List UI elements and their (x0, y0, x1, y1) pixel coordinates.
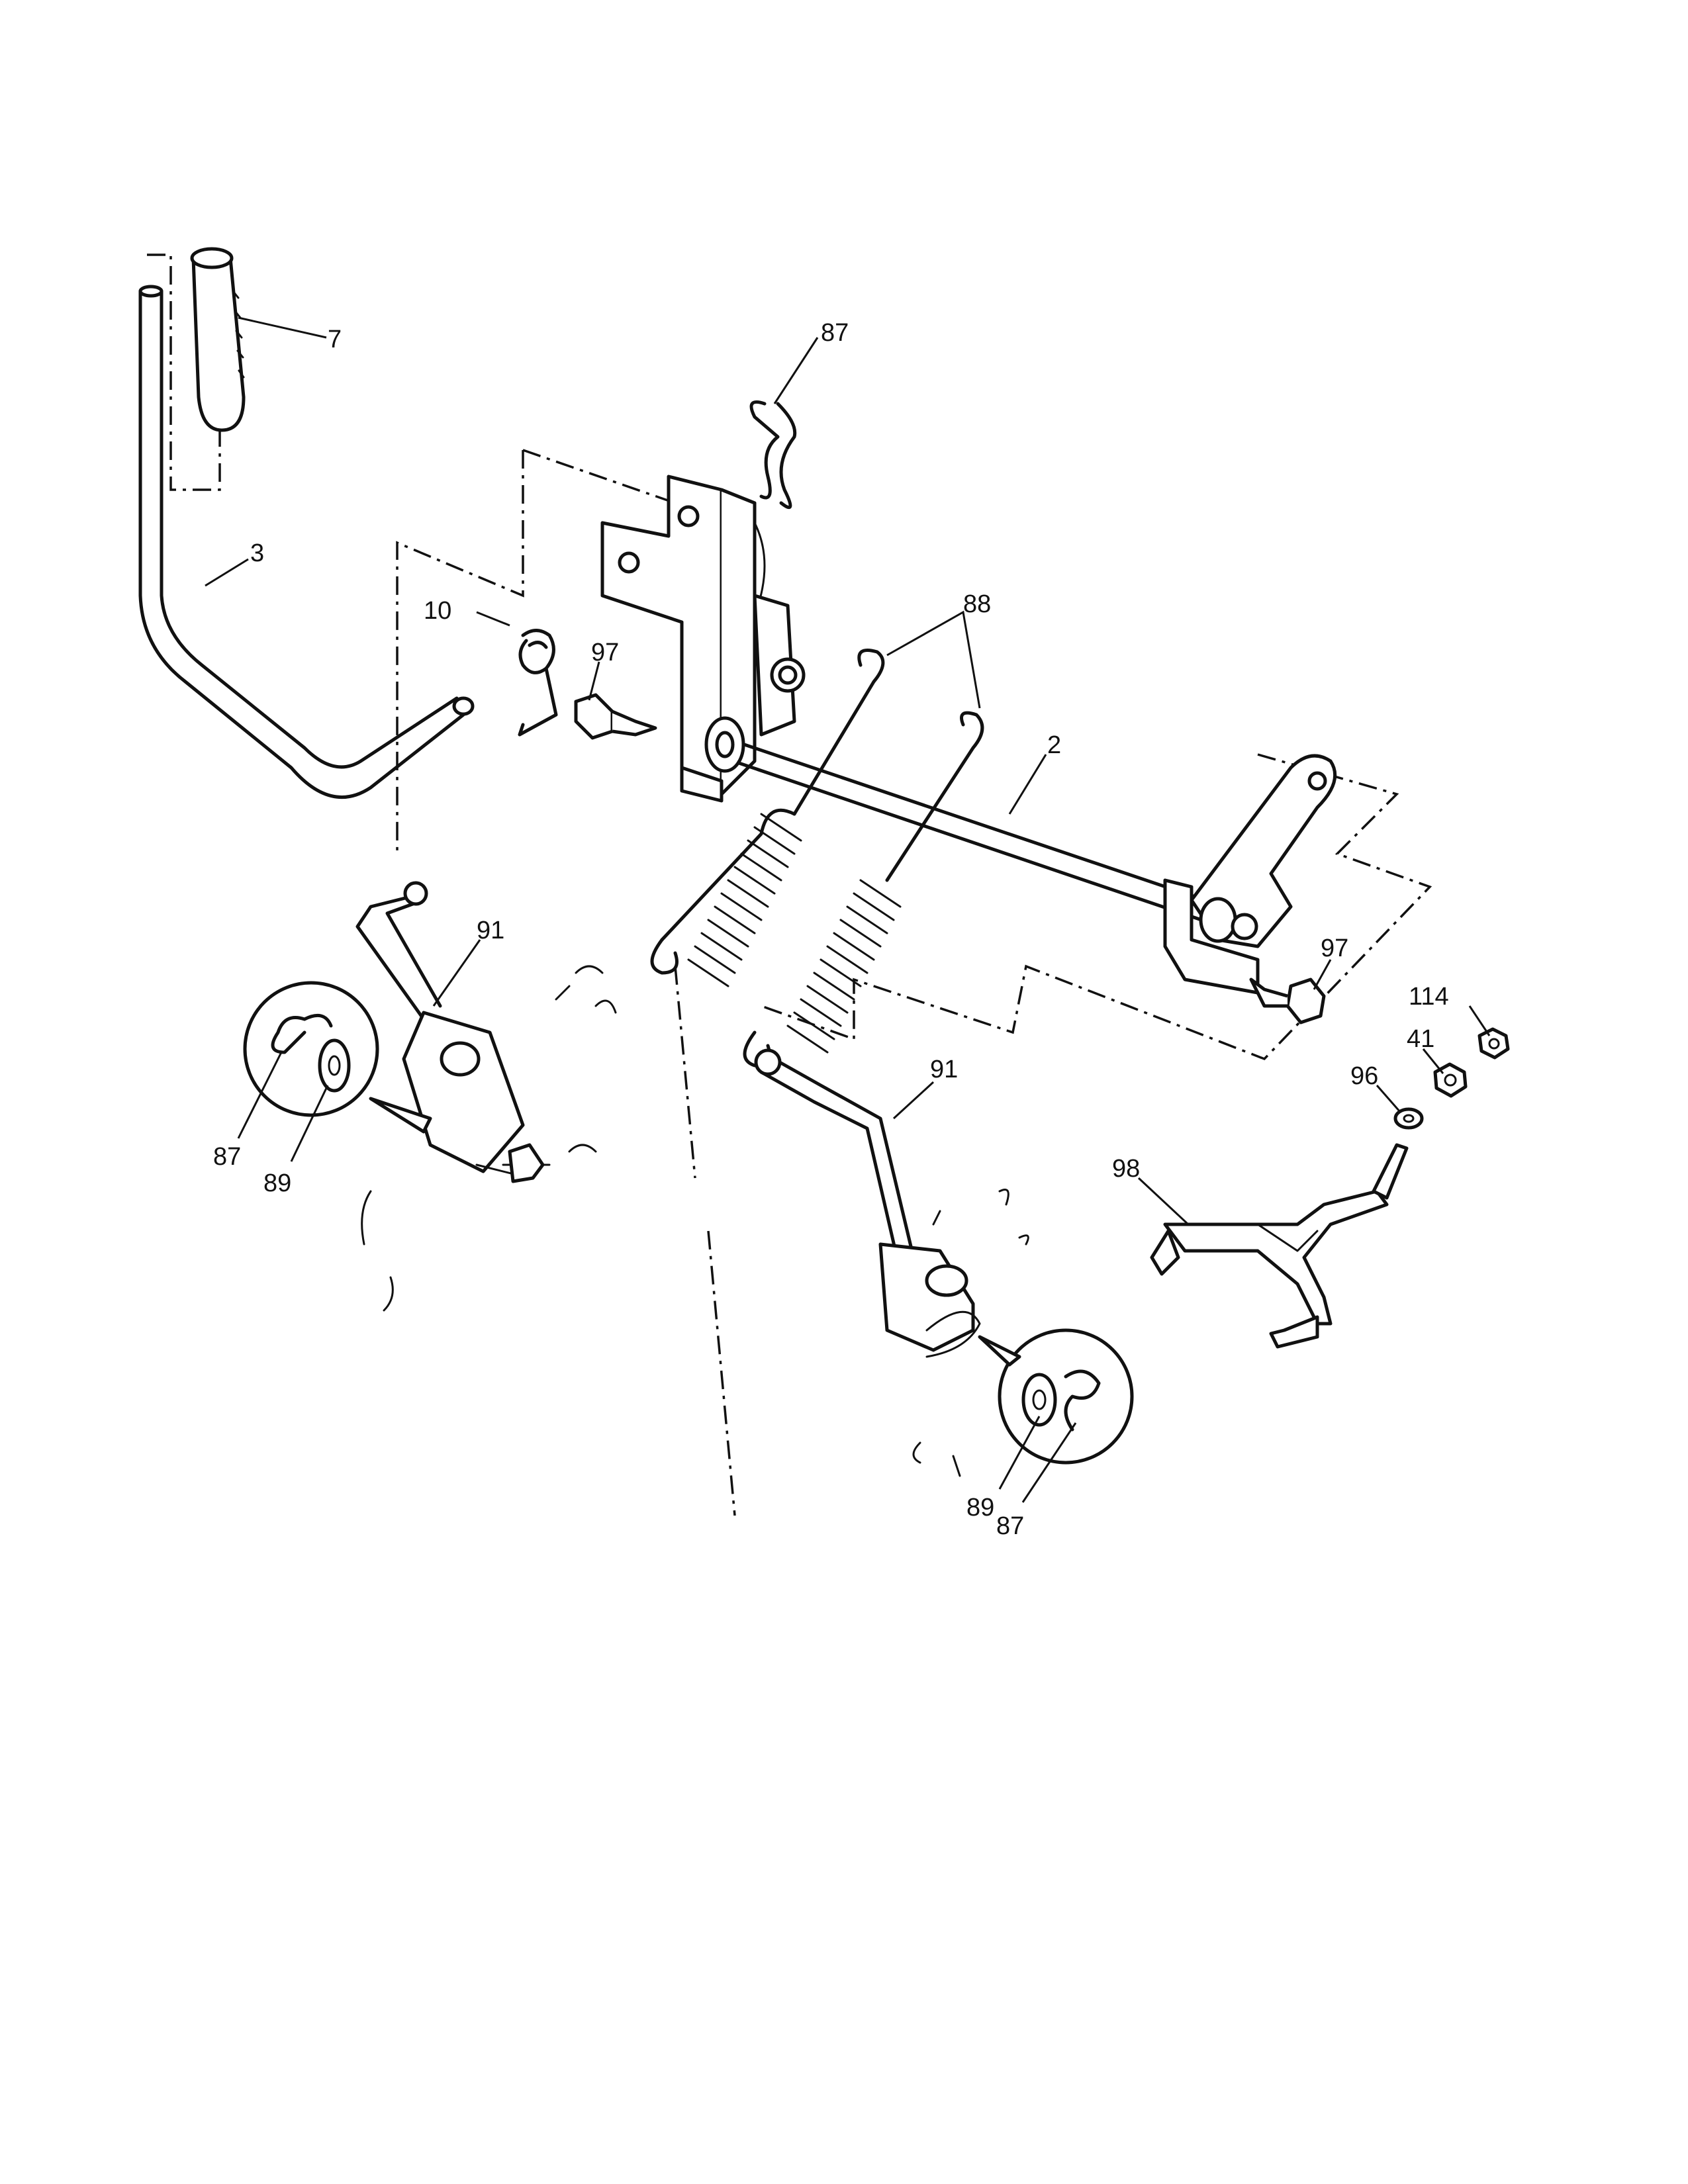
part-114-nut (1477, 1027, 1510, 1060)
mounting-bracket (600, 475, 806, 803)
callout-96: 96 (1350, 1062, 1378, 1090)
phantom-context-outlines (361, 965, 1029, 1477)
part-98-handle (1150, 1143, 1409, 1349)
callout-labels: 7 87 3 10 97 88 2 91 97 114 41 96 91 98 … (213, 319, 1449, 1540)
part-3-lever-rod (138, 285, 475, 799)
part-91-link-right (754, 1048, 981, 1358)
part-10-torsion-spring (518, 629, 558, 737)
spring-coils-right (743, 879, 902, 1068)
right-arm-bracket (1163, 754, 1337, 995)
callout-97-right: 97 (1321, 934, 1348, 962)
callout-88: 88 (963, 590, 991, 618)
detail-circle-left (243, 981, 432, 1134)
part-97-bolt-right (1249, 978, 1326, 1024)
callout-2: 2 (1047, 731, 1061, 759)
part-7-grip (190, 247, 246, 432)
callout-98: 98 (1112, 1155, 1140, 1183)
part-88-extension-springs (650, 649, 984, 1068)
callout-87-left: 87 (213, 1143, 241, 1171)
callout-91-right: 91 (930, 1056, 958, 1083)
callout-89-left: 89 (263, 1169, 291, 1197)
part-97-bolt-left (574, 693, 657, 740)
part-91-link-left (355, 881, 551, 1183)
callout-87-top: 87 (821, 319, 849, 347)
part-87-hairpin-clip-top (749, 400, 797, 510)
leader-lines (205, 316, 1491, 1503)
callout-89-right: 89 (966, 1494, 994, 1522)
callout-41: 41 (1407, 1025, 1434, 1053)
callout-10: 10 (424, 597, 451, 625)
callout-7: 7 (328, 326, 342, 353)
callout-114: 114 (1409, 983, 1449, 1011)
part-96-washer (1393, 1107, 1424, 1130)
callout-97-left: 97 (591, 639, 619, 666)
part-2-cross-shaft (704, 716, 1207, 922)
spring-coils-left (650, 808, 802, 987)
callout-3: 3 (250, 539, 264, 567)
assembly-guide-lines (147, 253, 1432, 1516)
callout-87-right: 87 (996, 1512, 1024, 1540)
callout-91-left: 91 (477, 917, 504, 944)
detail-circle-right (978, 1328, 1134, 1465)
